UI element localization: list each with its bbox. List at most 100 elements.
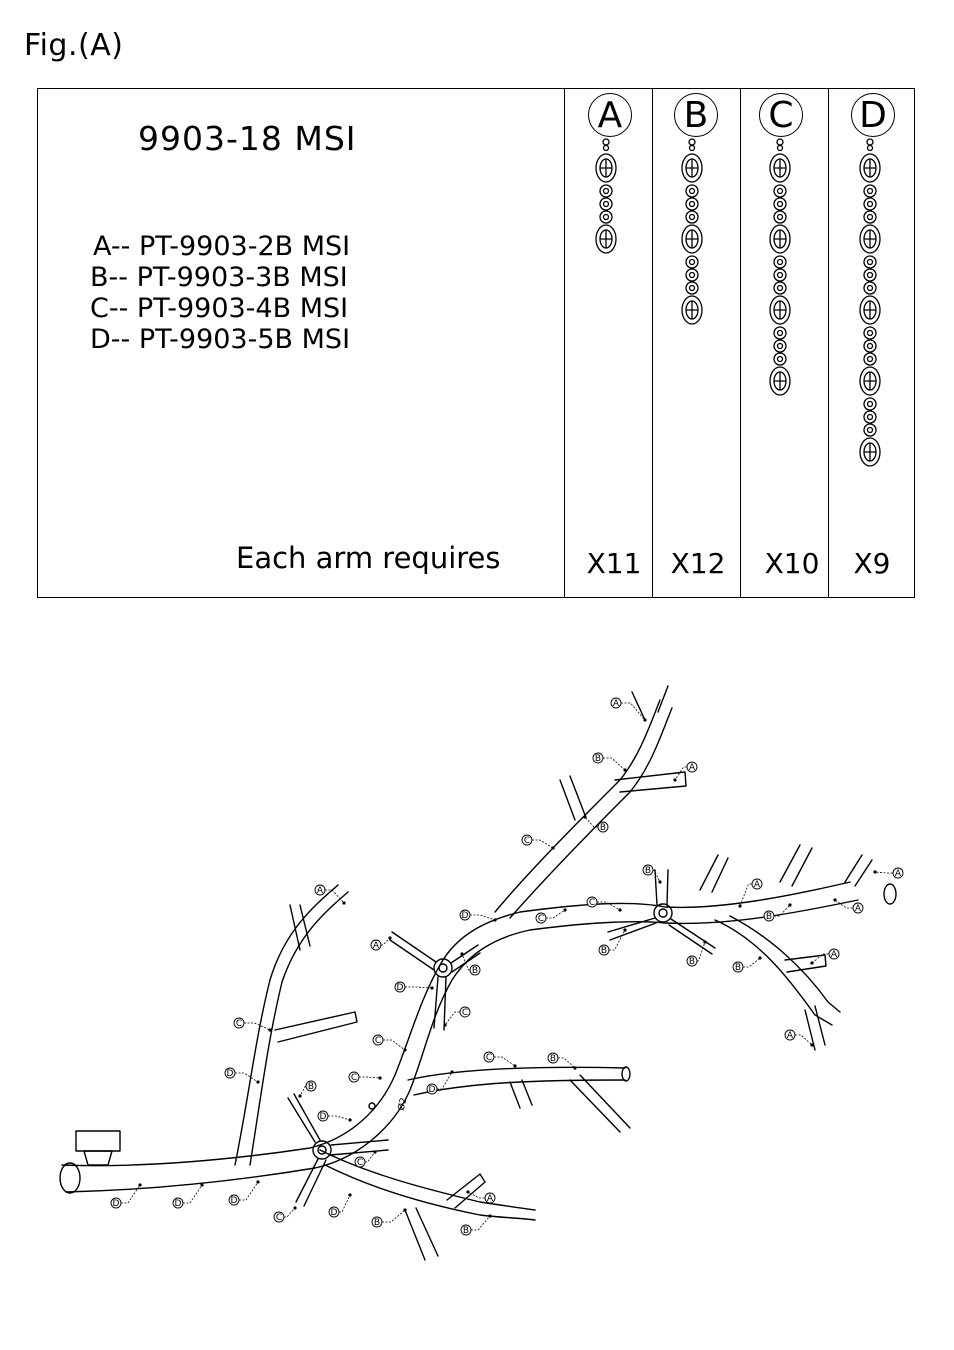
branch-stub [804, 1009, 816, 1051]
large-crystal [859, 437, 881, 467]
branch-fork-a [631, 685, 669, 721]
svg-text:B: B [645, 866, 651, 876]
callout-c: C [354, 1150, 377, 1168]
callout-b: B [371, 1208, 407, 1228]
callout-a: A [738, 878, 763, 908]
callout-c: C [586, 896, 622, 912]
svg-text:C: C [524, 836, 530, 846]
small-crystal [773, 326, 787, 340]
callout-c: C [535, 908, 567, 924]
strand-hook [688, 138, 696, 146]
callout-b: B [642, 864, 662, 884]
svg-text:B: B [735, 963, 741, 973]
svg-text:A: A [754, 880, 761, 890]
callout-b: B [686, 940, 707, 967]
strand-hook [776, 138, 784, 146]
small-crystal [685, 210, 699, 224]
callout-a: A [833, 898, 864, 914]
canopy-neck [83, 1150, 113, 1166]
branch-right-stub-a [784, 954, 827, 973]
callout-d: D [328, 1193, 352, 1218]
crystal-strands [595, 138, 881, 467]
svg-text:B: B [595, 754, 601, 764]
branch-stub [289, 904, 301, 951]
figure-label: Fig.(A) [24, 28, 124, 63]
callout-b: B [298, 1080, 317, 1098]
count-c: X10 [764, 547, 820, 580]
branch-stub [569, 1079, 621, 1133]
callout-b: B [598, 928, 627, 956]
svg-text:D: D [429, 1085, 436, 1095]
canopy-cap [75, 1130, 121, 1152]
count-b: X12 [670, 547, 726, 580]
branch-stub [559, 779, 576, 821]
callout-d: D [224, 1067, 260, 1084]
callout-d: D [228, 1180, 260, 1206]
branch-middle [407, 1066, 626, 1096]
branch-right-lower [714, 915, 841, 1026]
small-crystal [773, 210, 787, 224]
callout-b: B [460, 952, 481, 976]
large-crystal [859, 366, 881, 396]
branch-stub [699, 854, 719, 891]
branch-side-c [274, 1011, 358, 1043]
small-crystal [685, 255, 699, 269]
small-crystal [773, 339, 787, 353]
small-crystal [773, 255, 787, 269]
callout-a: A [466, 1190, 496, 1204]
diameter-annotation: Ø2 [396, 1097, 410, 1112]
callout-b: B [732, 956, 762, 973]
small-crystal [599, 197, 613, 211]
callout-c: C [521, 834, 555, 850]
svg-text:A: A [613, 699, 620, 709]
svg-text:B: B [766, 912, 772, 922]
svg-text:A: A [373, 941, 380, 951]
svg-text:C: C [351, 1073, 357, 1083]
column-divider [740, 89, 741, 597]
main-trunk [61, 881, 851, 1167]
hub-1 [287, 1093, 389, 1207]
svg-text:C: C [276, 1213, 282, 1223]
count-a: X11 [586, 547, 642, 580]
svg-text:D: D [175, 1199, 182, 1209]
large-crystal [595, 153, 617, 183]
callout-b: B [460, 1214, 492, 1236]
callout-c: C [348, 1071, 382, 1083]
small-crystal [863, 339, 877, 353]
large-crystal [769, 295, 791, 325]
branch-left-tall [234, 884, 349, 1166]
callout-c: C [233, 1017, 272, 1032]
strand-hook [602, 138, 610, 146]
small-crystal [599, 184, 613, 198]
callout-d: D [172, 1183, 204, 1209]
small-crystal [685, 281, 699, 295]
svg-text:D: D [113, 1199, 120, 1209]
part-d: D-- PT-9903-5B MSI [90, 324, 351, 355]
callout-d: D [317, 1110, 352, 1122]
svg-text:A: A [831, 950, 838, 960]
hub-2 [389, 931, 481, 1031]
callout-d: D [459, 909, 497, 922]
svg-text:B: B [374, 1218, 380, 1228]
svg-text:D: D [320, 1112, 327, 1122]
parts-table: 9903-18 MSI A-- PT-9903-2B MSI B-- PT-99… [37, 88, 915, 598]
branch-stub-a [446, 1173, 486, 1209]
callout-b: B [592, 752, 627, 772]
count-d: X9 [853, 547, 891, 580]
callout-a: A [873, 867, 904, 879]
callout-b: B [547, 1052, 577, 1070]
branch-stub [404, 1209, 426, 1261]
model-number: 9903-18 MSI [138, 119, 357, 158]
trunk-end [59, 1162, 81, 1194]
part-b: B-- PT-9903-3B MSI [90, 262, 348, 293]
part-a: A-- PT-9903-2B MSI [93, 231, 351, 262]
column-divider [652, 89, 653, 597]
branch-upper [494, 699, 673, 919]
column-letter-b: B [674, 93, 718, 137]
small-crystal [863, 268, 877, 282]
small-crystal [863, 210, 877, 224]
branch-end [883, 883, 897, 905]
small-crystal [863, 326, 877, 340]
